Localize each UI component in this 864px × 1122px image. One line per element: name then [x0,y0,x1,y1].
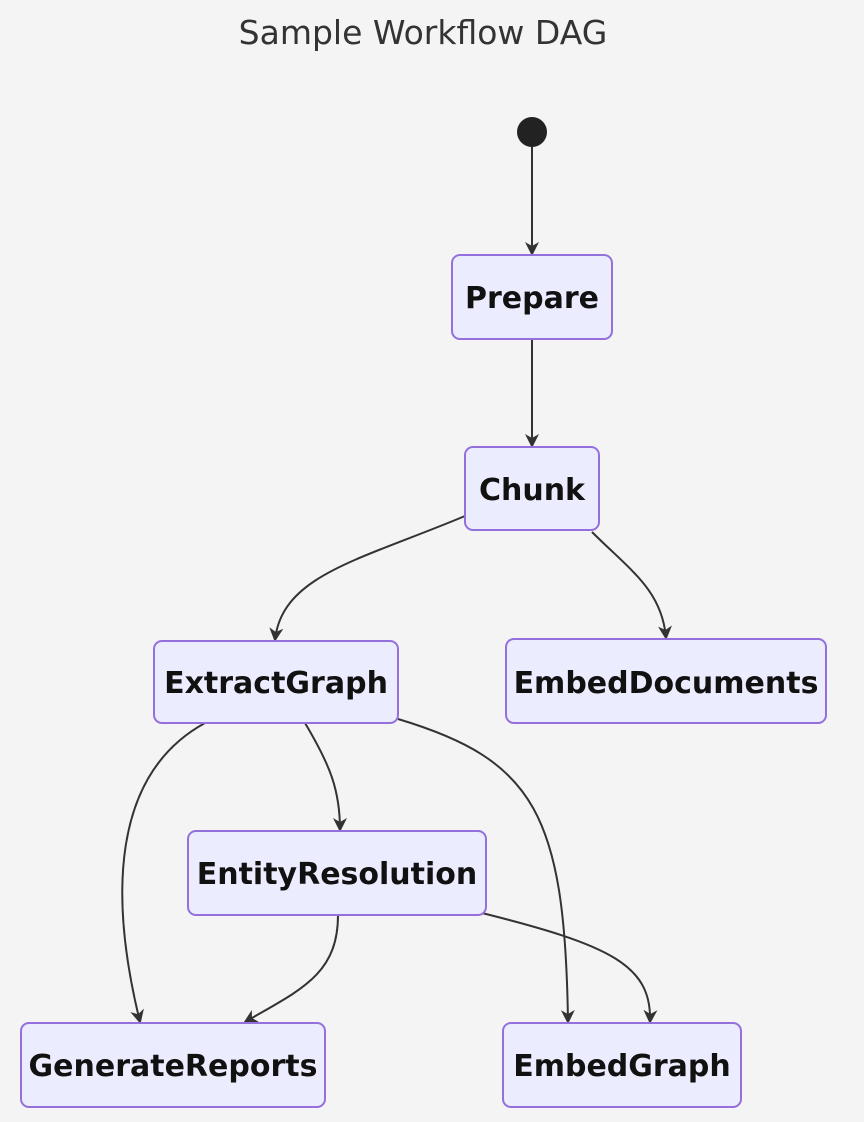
node-embedgraph-label: EmbedGraph [513,1049,731,1084]
edges [121,146,672,1024]
node-entityresolution-label: EntityResolution [197,857,478,892]
edge-extractgraph-generatereports [121,722,206,1024]
node-chunk[interactable]: Chunk [464,446,600,531]
node-extractgraph[interactable]: ExtractGraph [153,640,399,724]
node-extractgraph-label: ExtractGraph [164,666,388,701]
node-entityresolution[interactable]: EntityResolution [187,830,487,916]
node-entityresolution-box [187,830,487,916]
node-prepare-box [451,254,613,340]
node-embeddocuments[interactable]: EmbedDocuments [505,638,827,724]
node-embeddocuments-label: EmbedDocuments [514,666,819,701]
node-embedgraph-box [502,1022,742,1108]
edge-entityresolution-generatereports [243,914,339,1024]
node-generatereports-label: GenerateReports [29,1049,318,1084]
edge-extractgraph-entityresolution [304,722,347,832]
edge-extractgraph-embedgraph [397,718,575,1024]
node-chunk-box [464,446,600,531]
node-extractgraph-box [153,640,399,724]
node-generatereports-box [20,1022,326,1108]
node-generatereports[interactable]: GenerateReports [20,1022,326,1108]
diagram-title: Sample Workflow DAG [239,13,608,52]
edge-chunk-embeddocuments [591,531,672,640]
node-chunk-label: Chunk [479,473,586,508]
node-prepare-label: Prepare [465,281,599,316]
node-prepare[interactable]: Prepare [451,254,613,340]
start-node [517,117,547,147]
node-embeddocuments-box [505,638,827,724]
edge-chunk-extractgraph [269,515,466,642]
edge-entityresolution-embedgraph [481,912,658,1024]
node-embedgraph[interactable]: EmbedGraph [502,1022,742,1108]
